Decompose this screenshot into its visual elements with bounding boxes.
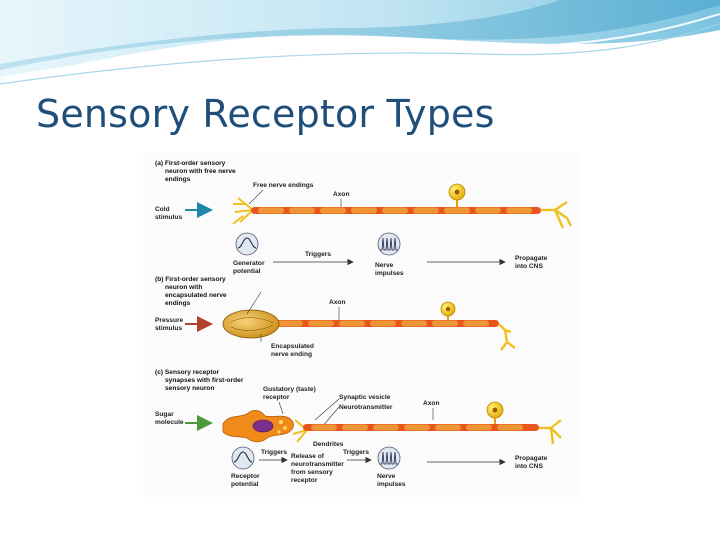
free-nerve-endings-label: Free nerve endings bbox=[253, 182, 314, 189]
header-wave-banner bbox=[0, 0, 720, 85]
axon-terminal-b bbox=[498, 323, 516, 351]
neurotransmitter-label: Neurotransmitter bbox=[339, 404, 393, 411]
dendrites-label: Dendrites bbox=[313, 441, 344, 448]
panel-a-heading: (a) First-order sensory neuron with free… bbox=[155, 160, 238, 183]
pressure-stimulus-label: Pressure stimulus bbox=[155, 317, 185, 332]
receptor-potential-icon bbox=[231, 446, 255, 470]
panel-c: (c) Sensory receptor synapses with first… bbox=[155, 369, 562, 488]
generator-potential-label: Generator potential bbox=[233, 260, 266, 275]
axon-label-c: Axon bbox=[423, 400, 439, 407]
panel-c-heading: (c) Sensory receptor synapses with first… bbox=[155, 369, 245, 392]
nerve-impulses-icon-a bbox=[377, 232, 401, 256]
axon-label-b: Axon bbox=[329, 299, 345, 306]
free-nerve-endings bbox=[232, 197, 254, 225]
nerve-impulses-label-c: Nerve impulses bbox=[377, 473, 406, 488]
panel-b-heading: (b) First-order sensory neuron with enca… bbox=[155, 276, 228, 307]
panel-a: (a) First-order sensory neuron with free… bbox=[155, 160, 573, 277]
receptor-potential-label: Receptor potential bbox=[231, 473, 261, 488]
triggers-label-c1: Triggers bbox=[261, 449, 287, 456]
nerve-impulses-icon-c bbox=[377, 446, 401, 470]
release-neurotransmitter-label: Release of neurotransmitter from sensory… bbox=[291, 453, 346, 484]
triggers-label-a: Triggers bbox=[305, 251, 331, 258]
encapsulated-nerve-ending-label: Encapsulated nerve ending bbox=[271, 343, 316, 358]
triggers-label-c2: Triggers bbox=[343, 449, 369, 456]
cold-stimulus-label: Cold stimulus bbox=[155, 206, 182, 221]
dendrites bbox=[292, 419, 308, 443]
slide-title: Sensory Receptor Types bbox=[36, 92, 495, 136]
panel-b: (b) First-order sensory neuron with enca… bbox=[155, 276, 516, 358]
synaptic-vesicle-label: Synaptic vesicle bbox=[339, 394, 391, 401]
sugar-molecule-label: Sugar molecule bbox=[155, 411, 184, 426]
axon-terminal-c bbox=[539, 419, 562, 445]
axon-terminal-a bbox=[541, 201, 573, 229]
axon-label-a: Axon bbox=[333, 191, 349, 198]
sensory-receptor-diagram: (a) First-order sensory neuron with free… bbox=[143, 152, 581, 497]
propagate-label-c: Propagate into CNS bbox=[515, 455, 549, 470]
nerve-impulses-label-a: Nerve impulses bbox=[375, 262, 404, 277]
generator-potential-icon bbox=[235, 232, 259, 256]
gustatory-receptor-label: Gustatory (taste) receptor bbox=[263, 386, 318, 401]
encapsulated-nerve-ending bbox=[222, 309, 280, 339]
propagate-label-a: Propagate into CNS bbox=[515, 255, 549, 270]
